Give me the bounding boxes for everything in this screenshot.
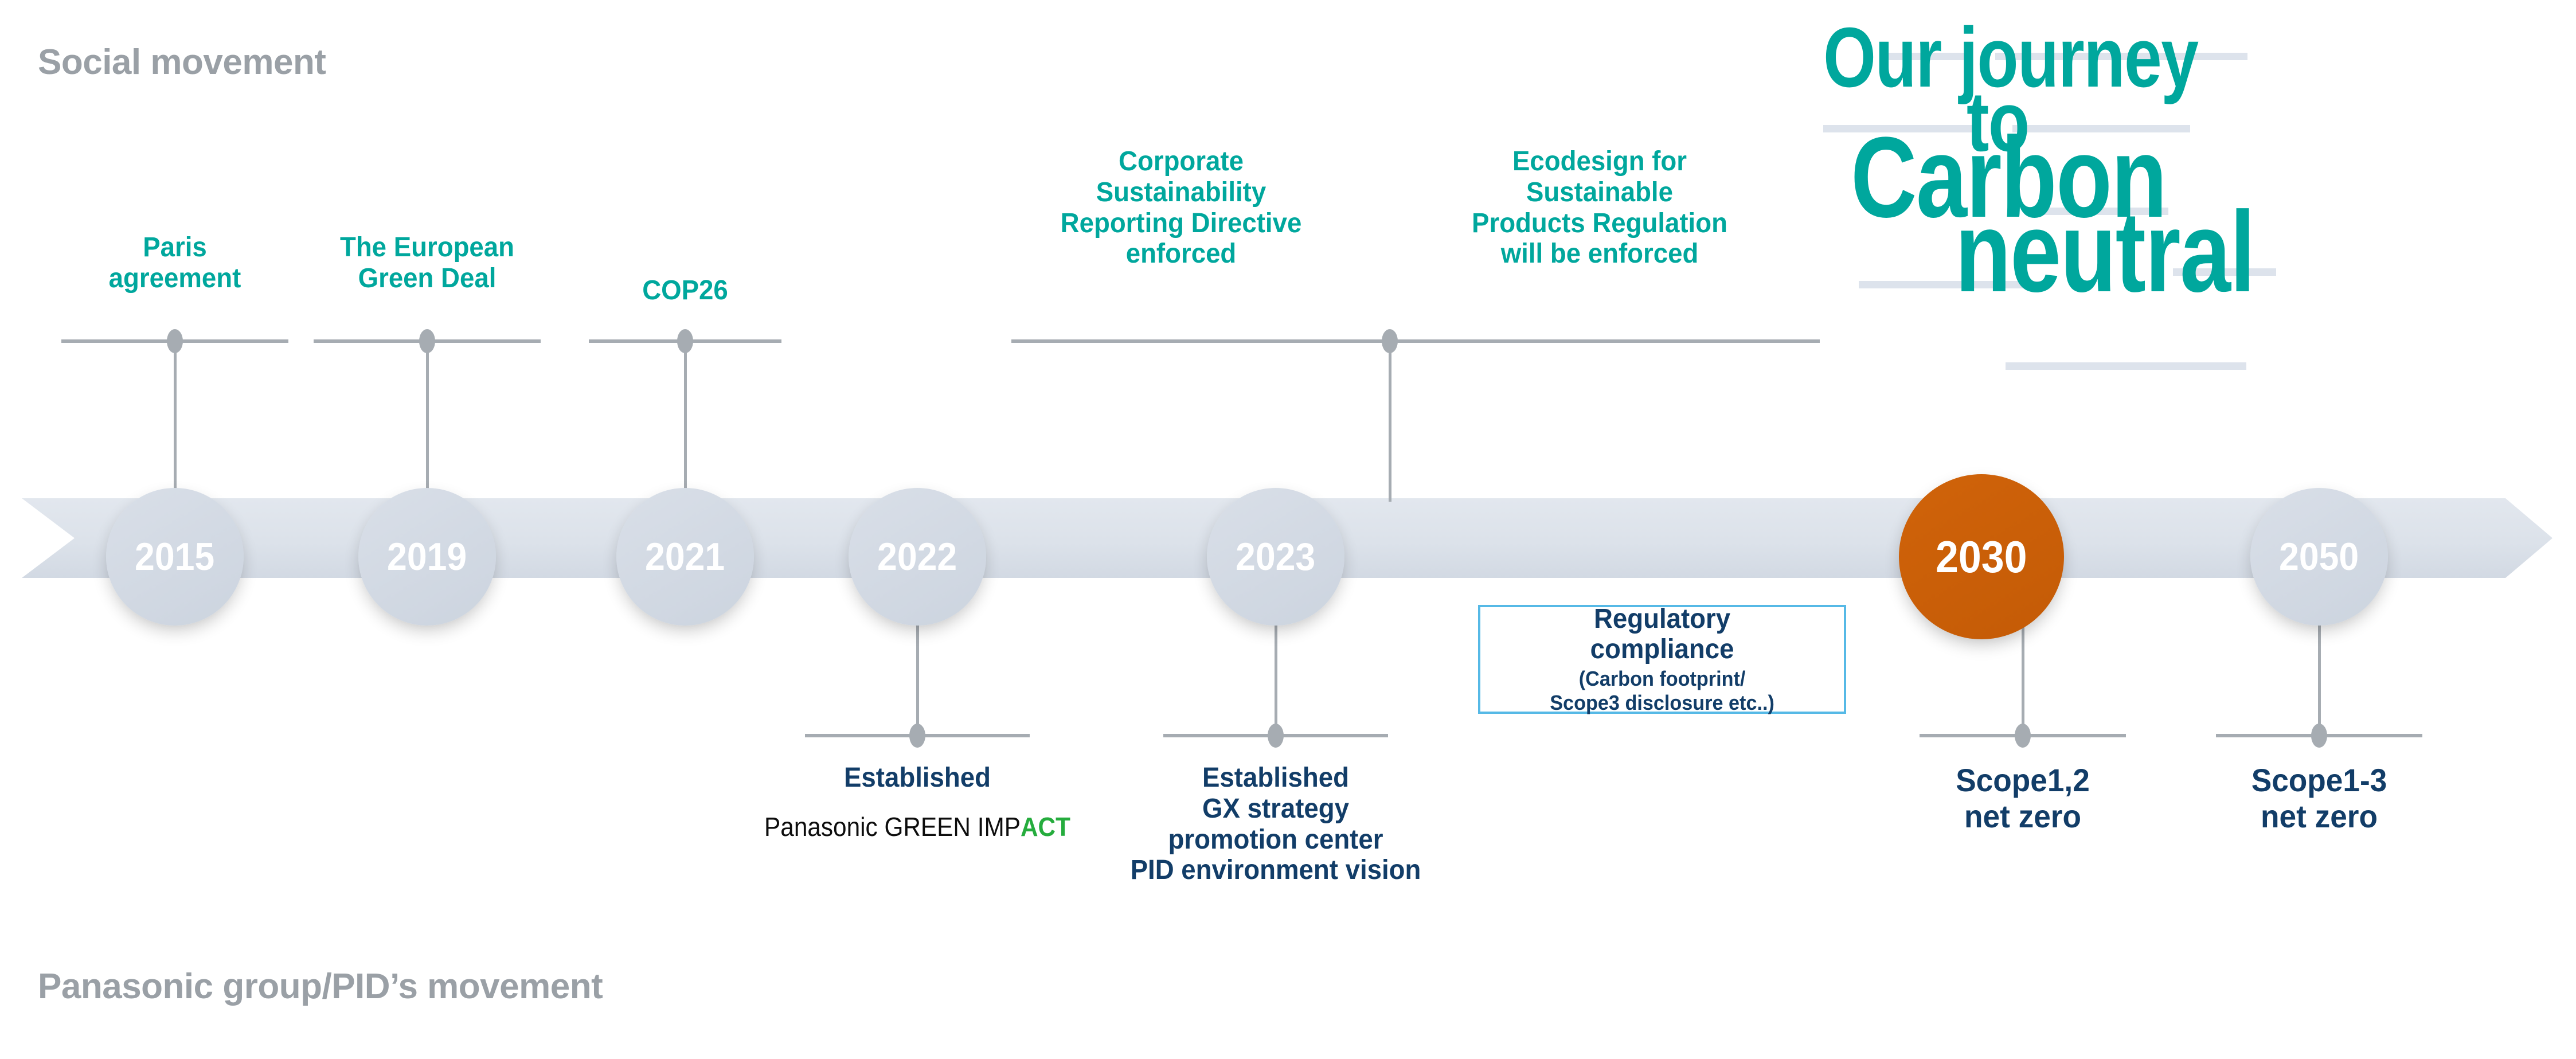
node-year-label: 2015 (135, 535, 215, 579)
node-year-label: 2022 (877, 535, 957, 579)
node-year-label: 2021 (645, 535, 725, 579)
regulatory-compliance-box: Regulatory compliance (Carbon footprint/… (1478, 603, 1846, 714)
connector-stem (1275, 574, 1277, 732)
headline-accent-bar (2012, 125, 2190, 132)
connector-stem (2318, 611, 2321, 732)
section-label-text: Panasonic group/PID’s movement (38, 967, 603, 1006)
label-cop26: COP26 (642, 275, 728, 306)
connector-rule (1011, 339, 1820, 343)
label-scope13-net-zero: Scope1-3 net zero (2251, 762, 2387, 834)
section-label-text: Social movement (38, 42, 326, 82)
headline-accent-bar (2173, 268, 2276, 276)
node-year-label: 2019 (387, 535, 467, 579)
label-scope12-net-zero: Scope1,2 net zero (1956, 762, 2090, 834)
connector-stem (426, 341, 429, 502)
regulatory-compliance-title: Regulatory compliance (1590, 603, 1734, 665)
timeline-node-2022[interactable]: 2022 (849, 488, 986, 626)
timeline-node-2023[interactable]: 2023 (1207, 488, 1344, 626)
headline-accent-bar (1885, 53, 1970, 60)
headline-accent-bar (2025, 208, 2168, 215)
node-year-label: 2030 (1936, 532, 2027, 582)
connector-stem (916, 574, 919, 732)
node-year-label: 2023 (1236, 535, 1316, 579)
label-espr: Ecodesign for Sustainable Products Regul… (1472, 146, 1727, 269)
label-gx-strategy: Established GX strategy promotion center… (1130, 763, 1421, 886)
headline-accent-bar (1823, 125, 1979, 132)
timeline-node-2015[interactable]: 2015 (106, 488, 244, 626)
headline-line-4: neutral (1955, 188, 2256, 316)
headline-line-1: Our journey (1823, 10, 2199, 105)
headline-line-2: to (1967, 75, 2030, 169)
section-label-pid-movement: Panasonic group/PID’s movement (36, 967, 607, 1007)
timeline-node-2019[interactable]: 2019 (358, 488, 496, 626)
connector-stem (174, 341, 177, 502)
headline-accent-bar (1995, 53, 2247, 60)
timeline-node-2021[interactable]: 2021 (616, 488, 754, 626)
label-csrd: Corporate Sustainability Reporting Direc… (1060, 146, 1302, 269)
headline-accent-bar (1859, 281, 2049, 288)
headline-block: Our journey to Carbon neutral (1823, 10, 2557, 390)
label-established-green-impact-title: Established (844, 763, 991, 793)
connector-stem (2022, 623, 2024, 732)
headline-line-3: Carbon (1851, 114, 2167, 241)
node-year-label: 2050 (2279, 535, 2359, 579)
label-paris-agreement: Paris agreement (108, 232, 241, 294)
panasonic-green-impact-lockup: Panasonic GREEN IMPACT (730, 811, 1104, 842)
label-european-green-deal: The European Green Deal (339, 232, 515, 294)
regulatory-compliance-subtitle: (Carbon footprint/ Scope3 disclosure etc… (1550, 667, 1774, 714)
section-label-social-movement: Social movement (36, 42, 330, 83)
connector-stem (1389, 341, 1391, 502)
timeline-node-2050[interactable]: 2050 (2250, 488, 2388, 626)
timeline-node-2030[interactable]: 2030 (1899, 474, 2064, 639)
green-impact-prefix: Panasonic GREEN IMP (764, 812, 1021, 842)
connector-stem (684, 341, 687, 502)
green-impact-suffix: ACT (1020, 812, 1070, 842)
headline-accent-bar (2006, 362, 2246, 370)
